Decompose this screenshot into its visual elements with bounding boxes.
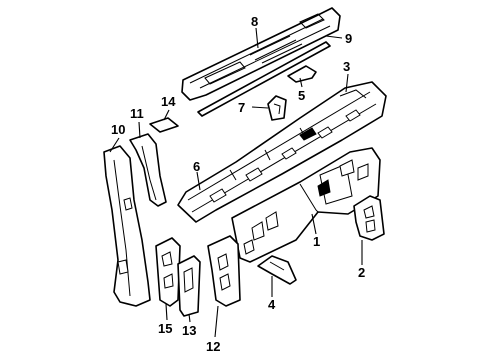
callout-8: 8 — [251, 14, 258, 29]
callout-1: 1 — [313, 234, 320, 249]
leader-15 — [165, 303, 168, 321]
leader-8 — [255, 27, 259, 49]
part-12-bracket — [207, 235, 241, 307]
callout-labels: 1 2 3 4 5 6 7 8 9 10 11 12 13 14 15 — [111, 14, 365, 354]
part-14-plate — [149, 117, 179, 133]
part-4-bracket — [257, 255, 297, 285]
callout-7: 7 — [238, 100, 245, 115]
leader-5 — [299, 77, 303, 88]
leader-9 — [325, 35, 343, 39]
leader-13 — [188, 313, 191, 323]
part-6-crossmember — [177, 81, 387, 223]
part-15-bracket — [155, 237, 181, 307]
leader-6 — [196, 171, 201, 191]
part-7-bracket — [267, 95, 287, 121]
part-13-bracket — [177, 255, 201, 317]
leader-lines — [109, 27, 363, 338]
leader-11 — [138, 121, 141, 139]
leader-3 — [345, 73, 349, 93]
part-8-cowl-panel — [181, 7, 341, 101]
leader-14 — [163, 109, 170, 121]
leader-12 — [214, 305, 219, 338]
part-11-reinforcement — [129, 133, 167, 207]
callout-11: 11 — [130, 106, 144, 121]
callout-14: 14 — [161, 94, 176, 109]
callout-12: 12 — [206, 339, 220, 354]
leader-1 — [311, 213, 317, 235]
part-2-bracket — [353, 195, 385, 241]
part-9-weatherstrip — [197, 41, 331, 117]
leader-10 — [109, 137, 120, 153]
callout-5: 5 — [298, 88, 305, 103]
callout-6: 6 — [193, 159, 200, 174]
part-10-pillar — [103, 145, 151, 307]
callout-15: 15 — [158, 321, 172, 336]
callout-13: 13 — [182, 323, 196, 338]
callout-2: 2 — [358, 265, 365, 280]
part-5-bracket — [287, 65, 317, 83]
callout-10: 10 — [111, 122, 125, 137]
leader-7 — [251, 106, 269, 109]
callout-9: 9 — [345, 31, 352, 46]
callout-4: 4 — [268, 297, 276, 312]
callout-3: 3 — [343, 59, 350, 74]
